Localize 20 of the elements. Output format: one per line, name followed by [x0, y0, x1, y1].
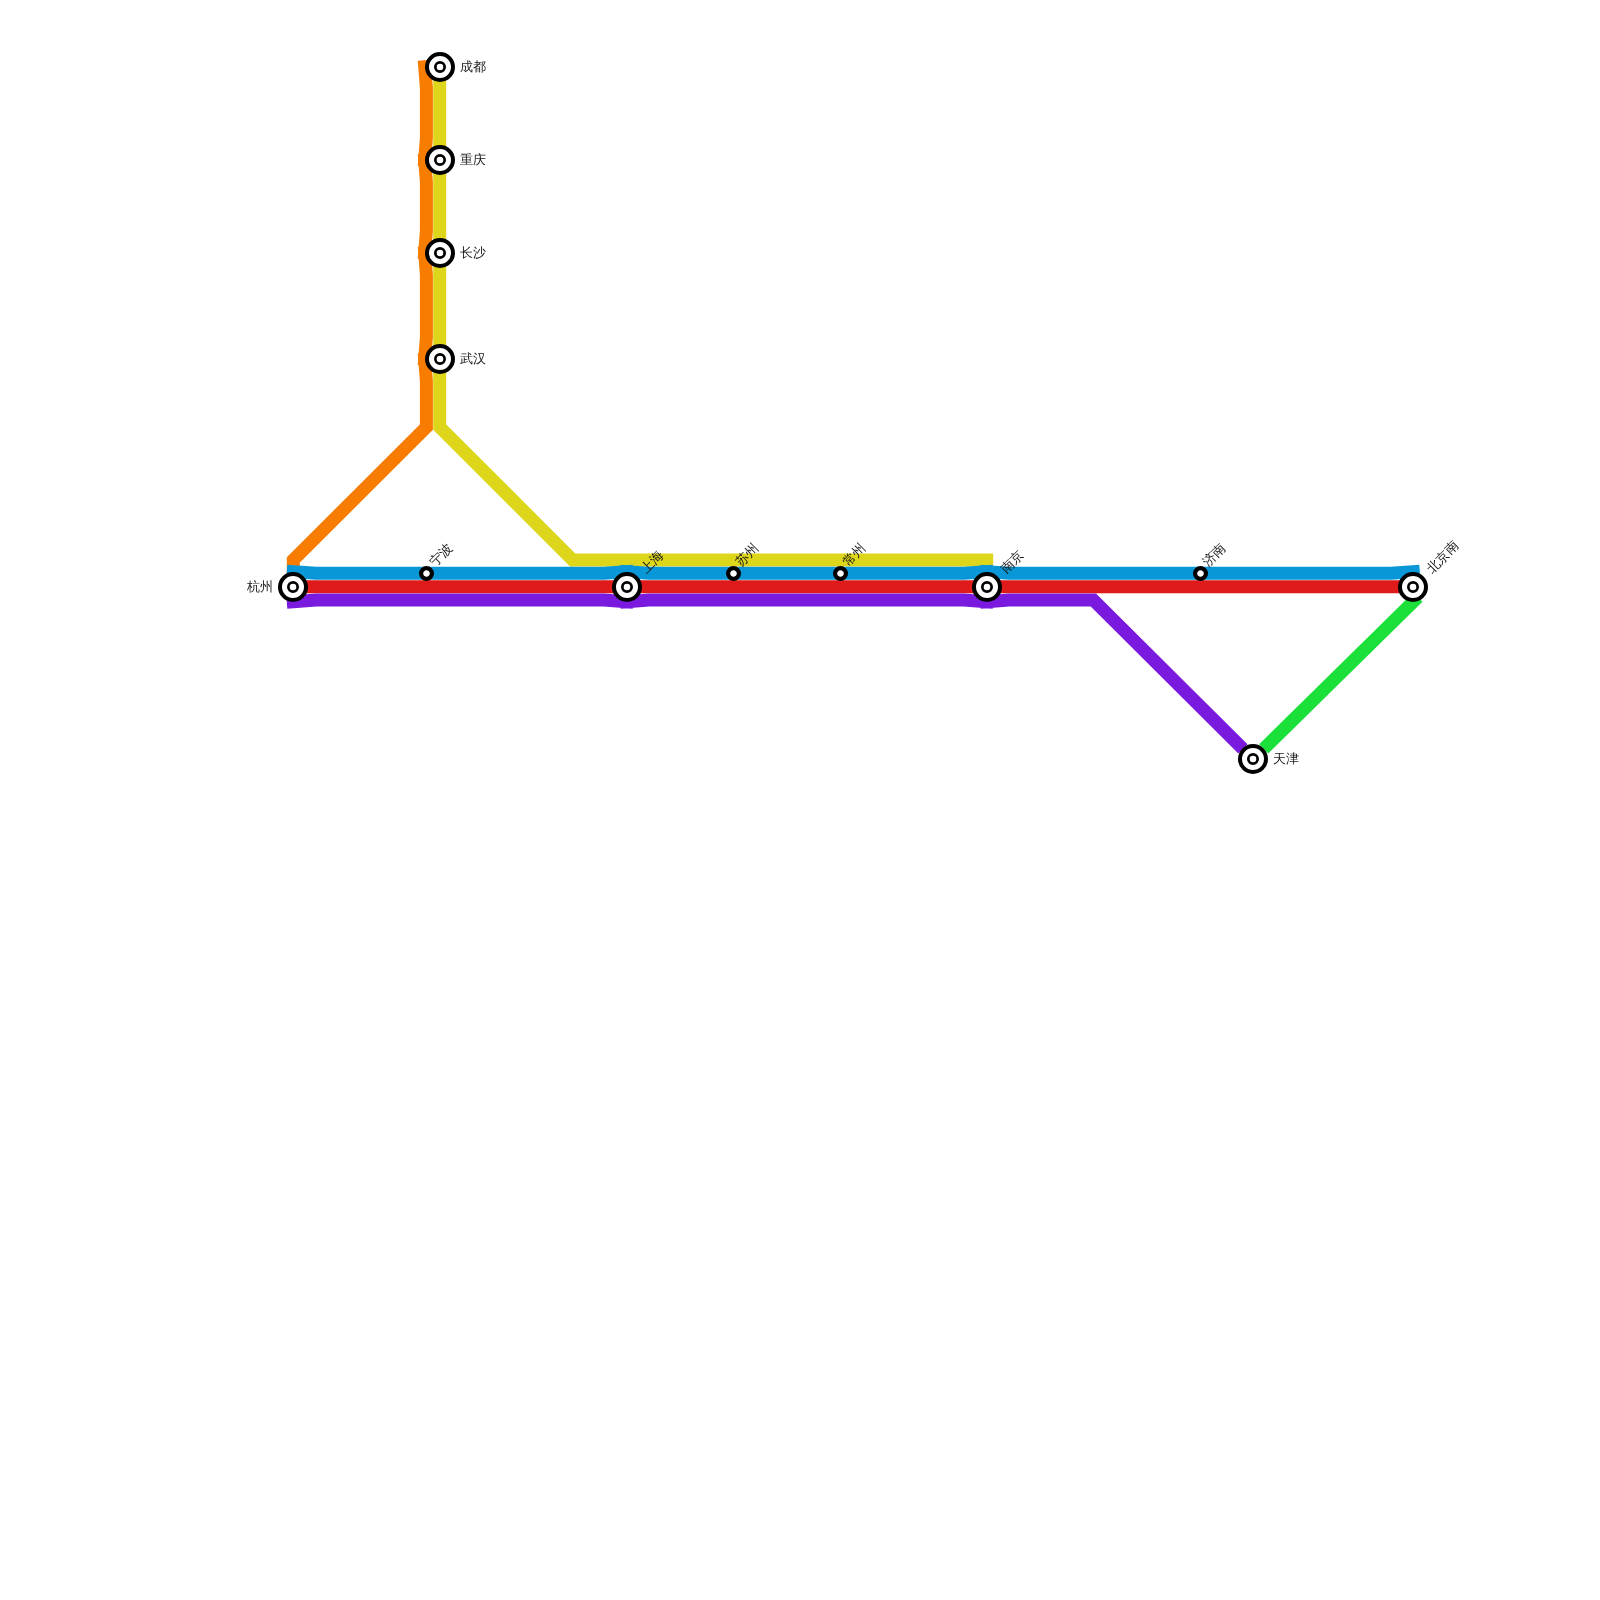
station-label: 杭州: [247, 578, 274, 595]
station-label: 长沙: [459, 244, 486, 261]
station-label: 济南: [1199, 540, 1230, 570]
station-label: 苏州: [732, 540, 763, 570]
rail-line: [620, 593, 994, 609]
rail-line: [418, 246, 433, 366]
rail-line: [980, 565, 1199, 580]
station-label: 上海: [637, 546, 667, 577]
rail-line: [418, 153, 433, 260]
station-label: 成都: [459, 58, 486, 75]
station-label: 北京南: [1423, 537, 1463, 577]
station-label: 天津: [1273, 751, 1300, 768]
station-label: 武汉: [459, 351, 486, 368]
rail-line: [286, 593, 634, 609]
station-label: 宁波: [426, 540, 456, 570]
station-label: 常州: [839, 540, 870, 570]
rail-line: [980, 593, 1245, 751]
station-label: 南京: [997, 546, 1027, 577]
station-label: 重庆: [459, 152, 486, 168]
rail-line: [418, 60, 433, 167]
